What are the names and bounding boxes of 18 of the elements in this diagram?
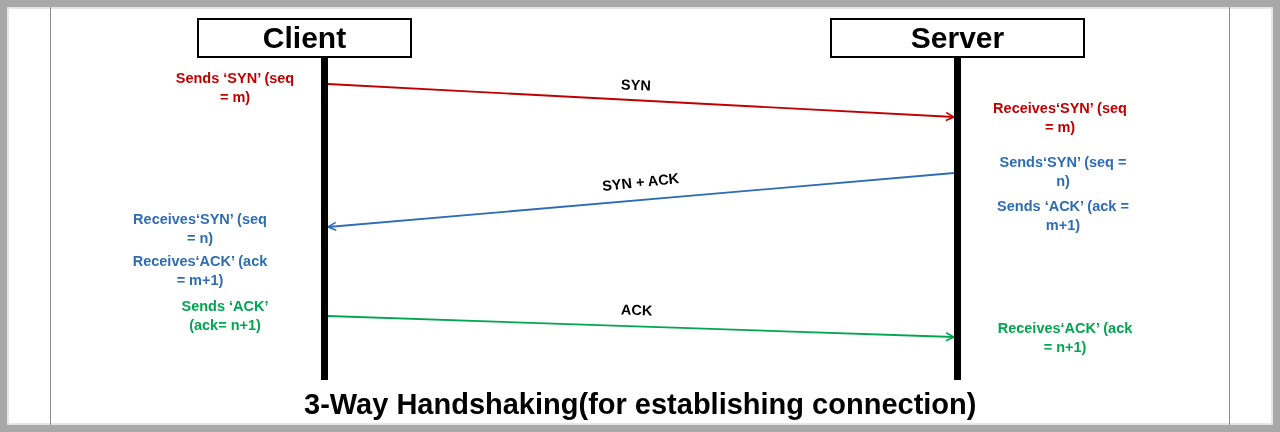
message-arrow: [327, 315, 955, 342]
lifeline-bar: [321, 58, 328, 380]
edge-label: ACK: [618, 301, 655, 319]
message-note: Sends‘SYN’ (seq = n): [998, 153, 1128, 191]
message-note: Receives‘SYN’ (seq = n): [132, 210, 268, 248]
message-note: Receives‘ACK’ (ack = n+1): [996, 319, 1134, 357]
message-note: Receives‘ACK’ (ack = m+1): [131, 252, 269, 290]
message-note: Sends ‘SYN’ (seq = m): [175, 69, 295, 107]
message-arrow: [327, 172, 955, 232]
participant-box: Server: [830, 18, 1085, 58]
message-arrow: [327, 83, 955, 122]
participant-box: Client: [197, 18, 412, 58]
message-note: Sends ‘ACK’ (ack = m+1): [996, 197, 1130, 235]
edge-label: SYN: [618, 76, 654, 94]
lifeline-bar: [954, 58, 961, 380]
diagram-caption: 3-Way Handshaking(for establishing connection): [304, 388, 977, 421]
message-note: Receives‘SYN’ (seq = m): [992, 99, 1128, 137]
message-note: Sends ‘ACK’ (ack= n+1): [180, 297, 270, 335]
